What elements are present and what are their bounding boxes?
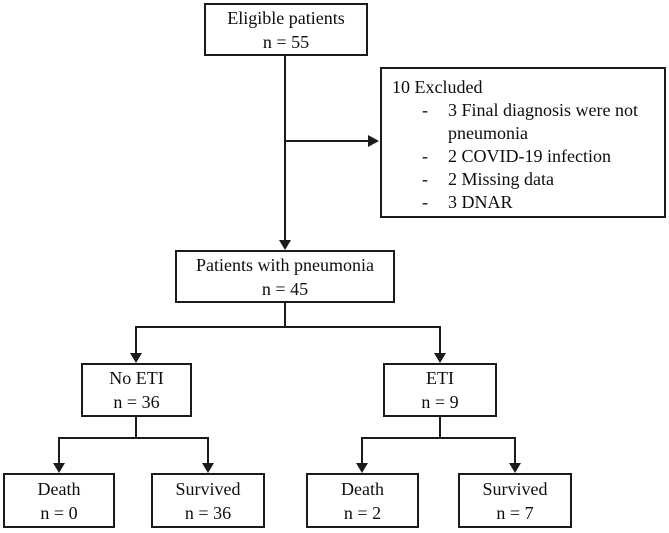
arrowhead-into-no-eti-death (53, 463, 65, 473)
excluded-item: - 2 COVID-19 infection (422, 145, 658, 168)
eti-death-box: Death n = 2 (306, 473, 419, 528)
eti-label: ETI (426, 368, 454, 388)
arrowhead-into-excluded (368, 135, 379, 147)
no-eti-label: No ETI (109, 368, 164, 388)
patients-with-pneumonia-box: Patients with pneumonia n = 45 (175, 250, 395, 303)
arrowhead-into-eti-death (356, 463, 368, 473)
connector-split-no-eti-horizontal (58, 437, 209, 439)
eligible-patients-box: Eligible patients n = 55 (204, 3, 368, 56)
excluded-item: - 2 Missing data (422, 168, 658, 191)
eti-survived-label: Survived (482, 478, 548, 499)
no-eti-box: No ETI n = 36 (81, 363, 192, 417)
arrowhead-into-pneumonia (279, 240, 291, 250)
excluded-item-bullet: - (422, 169, 428, 189)
arrowhead-into-eti (434, 353, 446, 363)
excluded-item-bullet: - (422, 146, 428, 166)
no-eti-survived-box: Survived n = 36 (151, 473, 265, 528)
eti-box: ETI n = 9 (383, 363, 497, 417)
eligible-patients-label: Eligible patients (227, 7, 345, 28)
excluded-item-text: 3 DNAR (448, 192, 513, 212)
no-eti-death-box: Death n = 0 (3, 473, 115, 528)
excluded-item: - 3 DNAR (422, 191, 658, 214)
excluded-title: 10 Excluded (392, 77, 483, 97)
patients-with-pneumonia-count: n = 45 (261, 278, 309, 299)
connector-split-eti-horizontal (361, 437, 516, 439)
connector-pneumonia-stub (284, 303, 286, 328)
eti-death-count: n = 2 (343, 502, 382, 523)
no-eti-survived-label: Survived (175, 478, 241, 499)
no-eti-death-label: Death (37, 478, 81, 499)
connector-eligible-to-pneumonia (284, 56, 286, 241)
excluded-item-text: 2 Missing data (448, 169, 554, 189)
patients-with-pneumonia-label: Patients with pneumonia (196, 254, 374, 275)
eligible-patients-count: n = 55 (262, 31, 310, 52)
excluded-item-bullet: - (422, 100, 428, 120)
connector-to-no-eti (135, 326, 137, 354)
no-eti-survived-count: n = 36 (184, 502, 232, 523)
excluded-item-text: 3 Final diagnosis were not pneumonia (448, 100, 638, 143)
excluded-item-text: 2 COVID-19 infection (448, 146, 611, 166)
connector-split-pneumonia-horizontal (135, 326, 441, 328)
excluded-box: 10 Excluded - 3 Final diagnosis were not… (380, 67, 666, 218)
no-eti-count: n = 36 (113, 392, 160, 412)
connector-to-excluded (284, 140, 369, 142)
connector-to-eti-death (361, 437, 363, 464)
connector-no-eti-stub (135, 417, 137, 439)
eti-survived-box: Survived n = 7 (458, 473, 572, 528)
connector-to-no-eti-death (58, 437, 60, 464)
connector-to-eti-survived (514, 437, 516, 464)
arrowhead-into-no-eti-survived (202, 463, 214, 473)
eti-death-label: Death (341, 478, 384, 499)
eti-survived-count: n = 7 (496, 502, 534, 523)
arrowhead-into-eti-survived (509, 463, 521, 473)
excluded-item: - 3 Final diagnosis were not pneumonia (422, 99, 658, 145)
no-eti-death-count: n = 0 (40, 502, 78, 523)
excluded-item-bullet: - (422, 192, 428, 212)
eti-count: n = 9 (421, 392, 459, 412)
connector-to-no-eti-survived (207, 437, 209, 464)
connector-to-eti (439, 326, 441, 354)
arrowhead-into-no-eti (130, 353, 142, 363)
connector-eti-stub (439, 417, 441, 439)
